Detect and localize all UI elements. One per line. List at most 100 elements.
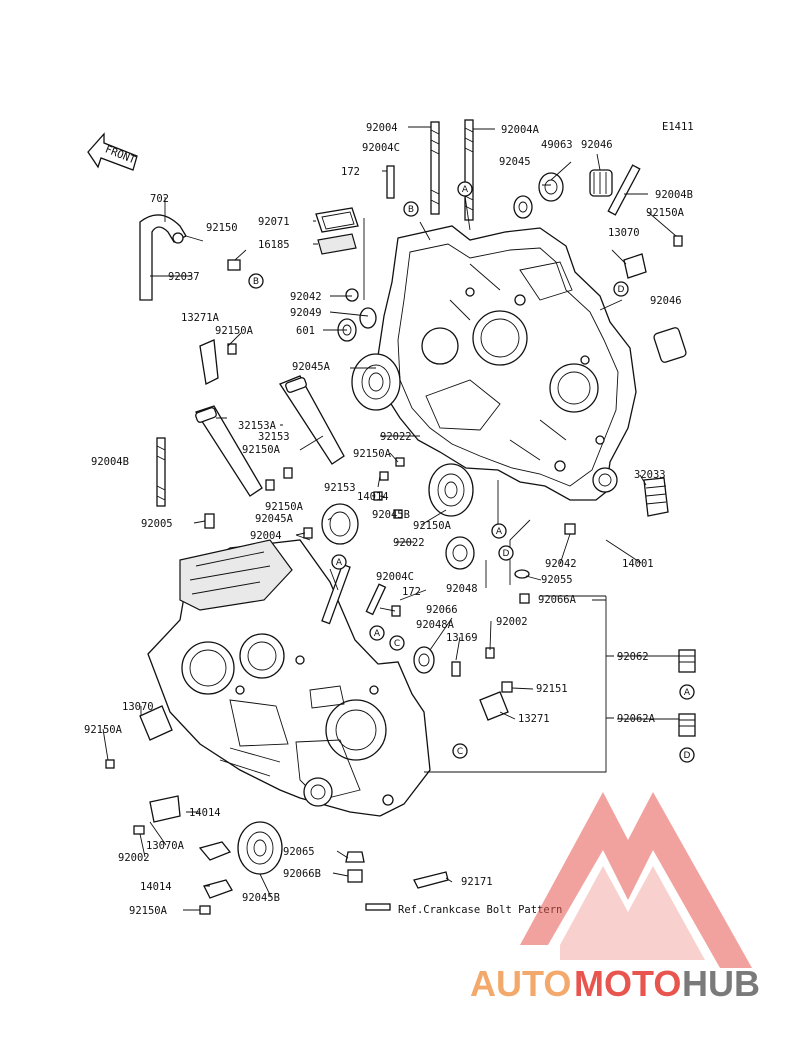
part-label: 49063 <box>541 139 573 151</box>
svg-text:D: D <box>503 549 510 559</box>
svg-text:A: A <box>336 558 343 568</box>
front-arrow-icon: FRONT <box>87 132 138 171</box>
part-label: 92022 <box>380 431 412 443</box>
callout-circle: D <box>679 747 695 763</box>
diagram-id: E1411 <box>662 121 694 133</box>
part-label: 14014 <box>357 491 389 503</box>
part-label: 92150A <box>265 501 304 513</box>
svg-text:D: D <box>684 751 691 761</box>
part-label: 92150A <box>84 724 123 736</box>
part-label: 32153 <box>258 431 290 443</box>
callout-circle: D <box>498 545 514 561</box>
group-bracket-14001 <box>424 595 614 773</box>
logo-text-hub: HUB <box>682 963 760 1004</box>
callout-circle: B <box>248 273 264 289</box>
callout-circle: A <box>679 684 695 700</box>
callout-circle: A <box>457 181 473 197</box>
svg-text:A: A <box>462 185 469 195</box>
svg-text:A: A <box>374 629 381 639</box>
part-label: 92150A <box>353 448 392 460</box>
logo-mark <box>520 792 752 968</box>
part-label: 32033 <box>634 469 666 481</box>
part-label: 92042 <box>545 558 577 570</box>
part-label: 92066 <box>426 604 458 616</box>
part-label: 92004 <box>366 122 398 134</box>
gaskets-and-covers <box>139 207 647 823</box>
svg-text:A: A <box>684 688 691 698</box>
part-label: 92002 <box>118 852 150 864</box>
part-label: 13271A <box>181 312 220 324</box>
part-label: 601 <box>296 325 315 337</box>
part-label: 92048 <box>446 583 478 595</box>
part-label: 92004C <box>362 142 400 154</box>
part-label: 92150A <box>215 325 254 337</box>
crankcase-bolt-pattern-note: Ref.Crankcase Bolt Pattern <box>398 904 562 916</box>
part-label: 92005 <box>141 518 173 530</box>
logo-text-moto: MOTO <box>574 963 681 1004</box>
part-label: 92046 <box>650 295 682 307</box>
callout-circle: A <box>331 554 347 570</box>
callout-circle: C <box>389 635 405 651</box>
part-label: 92150A <box>129 905 168 917</box>
svg-text:B: B <box>408 205 414 215</box>
leader-lines <box>102 126 679 911</box>
part-label: 92150 <box>206 222 238 234</box>
part-label: 92045 <box>499 156 531 168</box>
part-label: 92150A <box>646 207 685 219</box>
lower-crankcase-half <box>147 539 431 817</box>
part-label: 13070 <box>122 701 154 713</box>
part-label: 172 <box>341 166 360 178</box>
svg-text:A: A <box>496 527 503 537</box>
part-label: 92055 <box>541 574 573 586</box>
part-label: 16185 <box>258 239 290 251</box>
svg-text:C: C <box>394 639 400 649</box>
part-label: 32153A <box>238 420 277 432</box>
part-label: 702 <box>150 193 169 205</box>
part-label: 92049 <box>290 307 322 319</box>
callout-circle: C <box>452 743 468 759</box>
part-label: 13271 <box>518 713 550 725</box>
part-label: 13169 <box>446 632 478 644</box>
logo-text-auto: AUTO <box>470 963 571 1004</box>
part-label: 92045A <box>255 513 294 525</box>
part-label: 92004A <box>501 124 540 136</box>
svg-text:D: D <box>618 285 625 295</box>
stud-bolts-top <box>156 119 641 625</box>
callout-markers: A B B A C D A A A C D D <box>248 181 695 763</box>
part-label: 92048A <box>416 619 455 631</box>
callout-circle: A <box>369 625 385 641</box>
part-label: 92065 <box>283 846 315 858</box>
part-label: 92071 <box>258 216 290 228</box>
part-label: 92004B <box>655 189 693 201</box>
part-label: 92150A <box>413 520 452 532</box>
svg-text:B: B <box>253 277 259 287</box>
part-label: 92002 <box>496 616 528 628</box>
part-label: 14014 <box>189 807 221 819</box>
upper-crankcase-half <box>377 225 637 501</box>
callout-circle: B <box>403 201 419 217</box>
part-label: 14014 <box>140 881 172 893</box>
part-label: 92045A <box>292 361 331 373</box>
part-label: 13070A <box>146 840 185 852</box>
part-label: 92046 <box>581 139 613 151</box>
part-label: 92004B <box>91 456 129 468</box>
part-label: 13070 <box>608 227 640 239</box>
automotohub-logo: AUTO MOTO HUB <box>470 792 760 1004</box>
part-label: 92150A <box>242 444 281 456</box>
callout-circle: A <box>491 523 507 539</box>
part-label: 92045B <box>242 892 280 904</box>
part-label: 92004 <box>250 530 282 542</box>
part-label: 14001 <box>622 558 654 570</box>
part-label: 92062A <box>617 713 656 725</box>
part-label: 92037 <box>168 271 200 283</box>
part-label: 92042 <box>290 291 322 303</box>
part-label: 92022 <box>393 537 425 549</box>
part-label: 92171 <box>461 876 493 888</box>
callout-circle: D <box>613 281 629 297</box>
svg-text:C: C <box>457 747 463 757</box>
part-label: 92151 <box>536 683 568 695</box>
part-label: 92062 <box>617 651 649 663</box>
part-label: 92004C <box>376 571 414 583</box>
part-label: 92066A <box>538 594 577 606</box>
part-label: 172 <box>402 586 421 598</box>
